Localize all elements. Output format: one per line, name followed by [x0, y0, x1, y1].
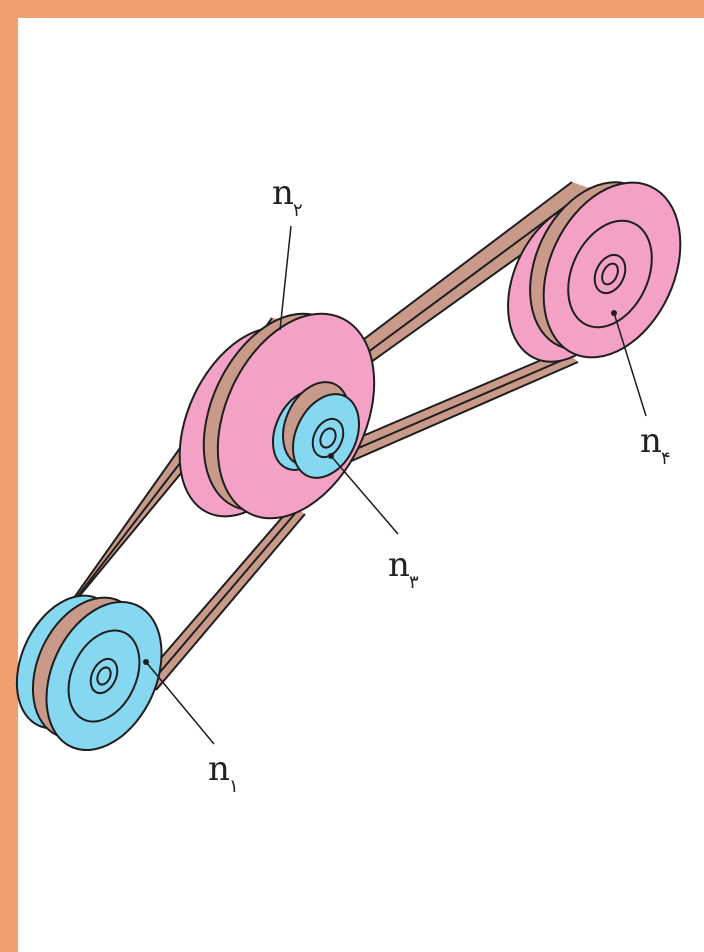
frame-left-border [0, 0, 18, 952]
pulley-n4 [507, 181, 682, 363]
pulley-n3 [272, 381, 360, 479]
label-n4: n ۴ [640, 421, 671, 469]
label-n1: n ۱ [208, 749, 239, 797]
svg-text:۱: ۱ [229, 776, 239, 797]
svg-text:n: n [388, 545, 410, 585]
label-n2: n ۲ [272, 173, 303, 221]
svg-text:۳: ۳ [409, 572, 419, 593]
leader-line-n3 [330, 455, 399, 535]
svg-text:۲: ۲ [293, 200, 303, 221]
label-n3: n ۳ [388, 545, 419, 593]
svg-text:۴: ۴ [661, 448, 671, 469]
frame-top-border [0, 0, 704, 18]
leader-line-n1 [145, 661, 215, 745]
pulley-n2 [178, 312, 376, 520]
leader-line-n4 [613, 312, 647, 417]
svg-text:n: n [208, 749, 230, 789]
svg-text:n: n [272, 173, 294, 213]
leader-line-n2 [279, 225, 292, 331]
svg-text:n: n [640, 421, 662, 461]
pulley-n1 [15, 594, 163, 752]
